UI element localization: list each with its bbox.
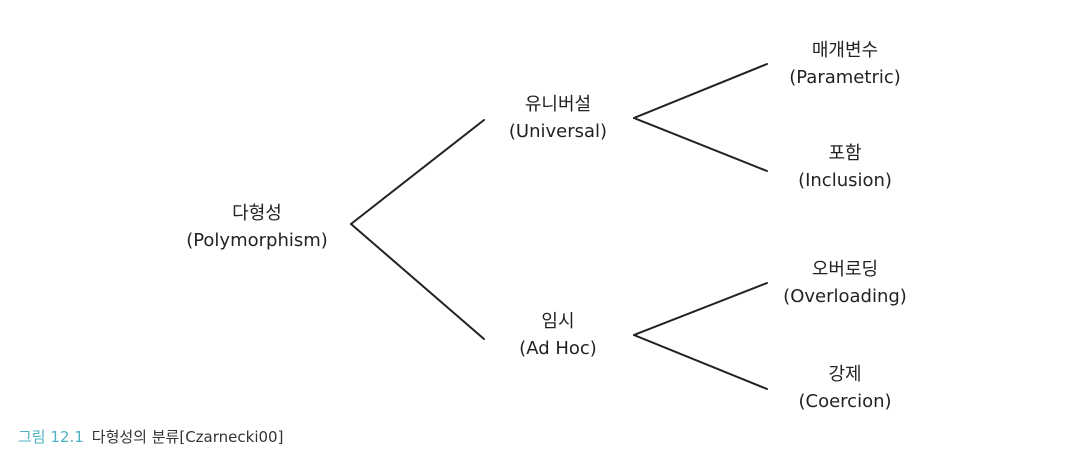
node-adhoc-en: (Ad Hoc)	[519, 338, 597, 359]
edge-adhoc-coercion	[633, 334, 768, 390]
edge-universal-inclusion	[633, 117, 768, 172]
edge-root-adhoc	[350, 223, 485, 340]
node-polymorphism: 다형성 (Polymorphism)	[186, 200, 328, 254]
figure-number: 그림 12.1	[18, 428, 84, 446]
node-polymorphism-ko: 다형성	[232, 203, 282, 224]
node-coercion-ko: 강제	[828, 364, 862, 385]
node-polymorphism-en: (Polymorphism)	[186, 230, 328, 251]
node-parametric-ko: 매개변수	[811, 40, 879, 61]
node-adhoc: 임시 (Ad Hoc)	[519, 308, 597, 362]
node-overloading-en: (Overloading)	[783, 286, 907, 307]
figure-caption-text: 다형성의 분류[Czarnecki00]	[91, 428, 284, 446]
node-overloading-ko: 오버로딩	[811, 259, 879, 280]
node-parametric-en: (Parametric)	[789, 67, 901, 88]
node-inclusion: 포함 (Inclusion)	[798, 140, 892, 194]
node-overloading: 오버로딩 (Overloading)	[783, 256, 907, 310]
figure-caption: 그림 12.1 다형성의 분류[Czarnecki00]	[18, 426, 283, 448]
node-adhoc-ko: 임시	[541, 311, 575, 332]
node-parametric: 매개변수 (Parametric)	[789, 37, 901, 91]
edge-adhoc-overloading	[633, 282, 768, 336]
node-universal: 유니버설 (Universal)	[509, 91, 607, 145]
node-universal-en: (Universal)	[508, 121, 608, 142]
node-universal-ko: 유니버설	[524, 94, 592, 115]
node-inclusion-en: (Inclusion)	[798, 170, 892, 191]
edge-root-universal	[350, 119, 485, 225]
node-inclusion-ko: 포함	[828, 143, 862, 164]
edge-universal-parametric	[633, 63, 768, 119]
node-coercion-en: (Coercion)	[798, 391, 892, 412]
node-coercion: 강제 (Coercion)	[798, 361, 891, 415]
